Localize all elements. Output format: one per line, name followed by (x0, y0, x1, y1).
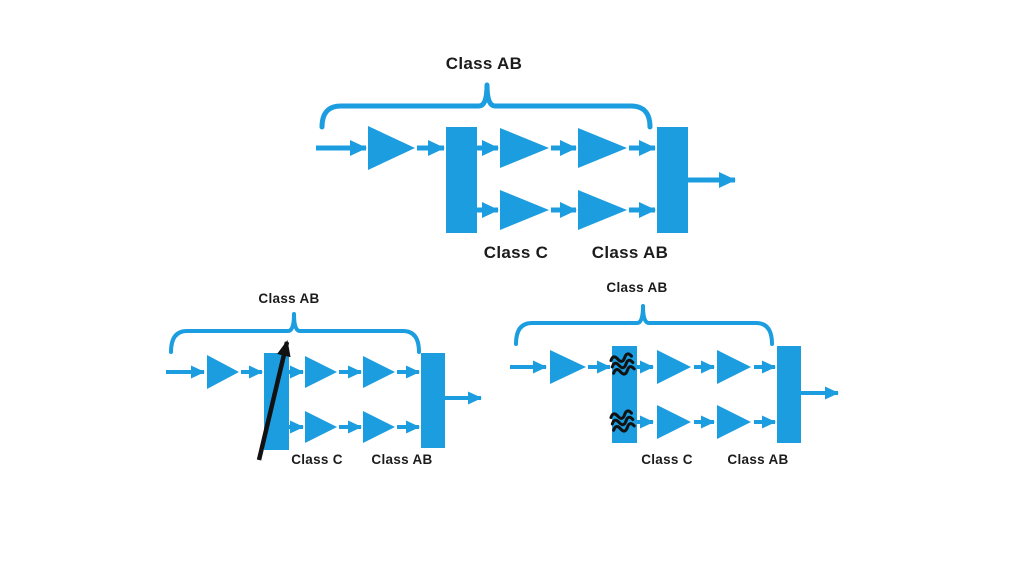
amplifier-triangle-icon (657, 405, 691, 439)
amplifier-triangle-icon (578, 128, 627, 168)
diagram-top: Class AB Class C Class AB (316, 54, 736, 262)
amplifier-triangle-icon (657, 350, 691, 384)
stage-label-class-ab: Class AB (727, 452, 788, 467)
curly-brace (514, 304, 774, 346)
stage-label-class-c: Class C (641, 452, 693, 467)
amplifier-triangle-icon (305, 356, 337, 388)
curly-brace (169, 312, 421, 354)
pointer-arrow-icon (256, 340, 291, 461)
amplifier-triangle-icon (500, 128, 549, 168)
wave-distortion-icon (609, 409, 636, 433)
stage-label-class-ab: Class AB (592, 243, 668, 262)
combiner-block (777, 346, 801, 443)
amplifier-triangle-icon (578, 190, 627, 230)
splitter-block (264, 353, 289, 450)
diagram-bottom-right: Class AB (510, 280, 839, 467)
amplifier-triangle-icon (717, 405, 751, 439)
stage-label-class-c: Class C (484, 243, 548, 262)
splitter-block (446, 127, 477, 233)
amplifier-triangle-icon (717, 350, 751, 384)
brace-label: Class AB (258, 291, 319, 306)
stage-label-class-c: Class C (291, 452, 343, 467)
amplifier-triangle-icon (550, 350, 586, 384)
diagram-bottom-left: Class AB Class C Class AB (166, 291, 482, 467)
combiner-block (421, 353, 445, 448)
curly-brace (319, 82, 653, 130)
amplifier-triangle-icon (368, 126, 415, 170)
stage-label-class-ab: Class AB (371, 452, 432, 467)
amplifier-triangle-icon (363, 411, 395, 443)
amplifier-triangle-icon (500, 190, 549, 230)
amplifier-triangle-icon (207, 355, 239, 389)
amplifier-triangle-icon (305, 411, 337, 443)
combiner-block (657, 127, 688, 233)
amplifier-triangle-icon (363, 356, 395, 388)
brace-label: Class AB (606, 280, 667, 295)
wave-distortion-icon (609, 352, 636, 376)
brace-label: Class AB (446, 54, 522, 73)
